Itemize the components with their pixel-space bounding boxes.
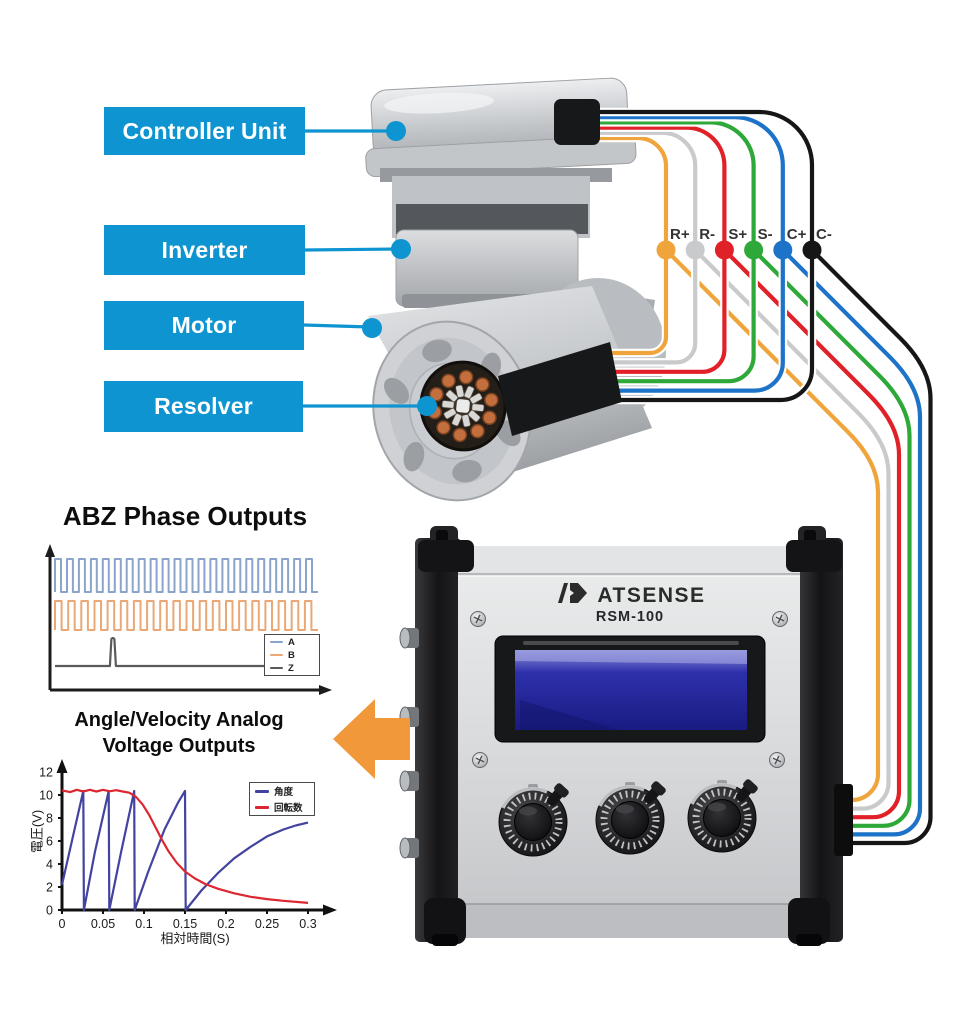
abz-chart-title: ABZ Phase Outputs bbox=[62, 501, 308, 531]
x-tick-label: 0.15 bbox=[173, 917, 197, 931]
wire-R- bbox=[580, 130, 698, 365]
wire-label-R+: R+ bbox=[670, 226, 690, 243]
wire-dot-R- bbox=[685, 240, 705, 260]
x-tick-label: 0.05 bbox=[91, 917, 115, 931]
label-inverter: Inverter bbox=[104, 225, 305, 275]
x-tick-label: 0.25 bbox=[255, 917, 279, 931]
analog-chart-title: Angle/Velocity Analog Voltage Outputs bbox=[45, 707, 313, 760]
x-tick-label: 0 bbox=[59, 917, 66, 931]
wire-label-C+: C+ bbox=[786, 226, 807, 243]
wire-label-C-: C- bbox=[816, 226, 832, 243]
series-角度 bbox=[60, 789, 309, 912]
y-tick-label: 4 bbox=[46, 858, 53, 872]
wire-harness bbox=[580, 107, 935, 848]
wire-C- bbox=[580, 109, 815, 403]
device-left-rail bbox=[415, 538, 461, 942]
device-brand-text: ATSENSE bbox=[597, 583, 706, 607]
device-foot bbox=[424, 898, 466, 946]
y-tick-label: 6 bbox=[46, 835, 53, 849]
lcd-display bbox=[494, 635, 766, 743]
label-text: Controller Unit bbox=[122, 117, 287, 144]
wire-C+ bbox=[781, 248, 923, 837]
device-corner-clamp bbox=[786, 526, 842, 572]
wire-dot-S- bbox=[744, 240, 764, 260]
panel-screw bbox=[469, 610, 487, 628]
legend-entry-speed: 回転数 bbox=[274, 803, 303, 814]
wire-R- bbox=[693, 248, 891, 811]
label-motor: Motor bbox=[104, 301, 304, 350]
wire-C- bbox=[810, 248, 933, 846]
y-tick-label: 2 bbox=[46, 881, 53, 895]
wire-label-R-: R- bbox=[699, 226, 716, 243]
x-axis-label: 相対時間(S) bbox=[160, 931, 230, 946]
device-model-text: RSM-100 bbox=[595, 609, 665, 625]
rsm-100-device bbox=[399, 526, 843, 946]
analog-chart-legend: 角度 回転数 bbox=[249, 782, 315, 816]
wire-dot-S+ bbox=[714, 240, 734, 260]
label-text: Resolver bbox=[154, 393, 253, 419]
wire-label-S-: S- bbox=[757, 226, 773, 243]
wire-label-S+: S+ bbox=[728, 226, 748, 243]
wire-S- bbox=[580, 120, 756, 384]
wire-S- bbox=[752, 248, 912, 828]
panel-screw bbox=[771, 610, 789, 628]
analog-voltage-chart: 0 2 4 6 8 10 12 0 0.05 0.1 0.15 0.2 0.25 0.3 bbox=[39, 759, 337, 931]
x-tick-label: 0.2 bbox=[217, 917, 234, 931]
legend-entry-angle: 角度 bbox=[274, 787, 294, 798]
device-wire-inlet bbox=[834, 784, 853, 856]
wire-R+ bbox=[580, 135, 669, 356]
panel-screw bbox=[471, 751, 489, 769]
legend-entry-b: B bbox=[288, 649, 295, 661]
device-right-rail bbox=[797, 538, 843, 942]
wire-R+ bbox=[664, 248, 881, 803]
abz-phase-chart bbox=[45, 544, 332, 695]
label-resolver: Resolver bbox=[104, 381, 303, 432]
label-text: Motor bbox=[171, 312, 237, 338]
legend-entry-a: A bbox=[288, 636, 295, 648]
wire-dot-R+ bbox=[656, 240, 676, 260]
y-tick-label: 0 bbox=[46, 904, 53, 918]
label-text: Inverter bbox=[161, 236, 248, 263]
device-brand: ATSENSE bbox=[545, 581, 715, 610]
analog-chart-title-line2: Voltage Outputs bbox=[102, 735, 256, 758]
y-axis-label: 電圧(V) bbox=[29, 809, 45, 854]
side-connector bbox=[399, 837, 420, 859]
legend-entry-z: Z bbox=[288, 662, 294, 674]
wire-S+ bbox=[722, 248, 902, 820]
y-tick-label: 12 bbox=[39, 766, 53, 780]
side-connector bbox=[399, 627, 420, 649]
x-tick-label: 0.1 bbox=[135, 917, 152, 931]
y-tick-label: 10 bbox=[39, 789, 53, 803]
atsense-logo-icon bbox=[554, 581, 590, 610]
device-foot bbox=[788, 898, 830, 946]
assembly-dark-band bbox=[396, 204, 588, 234]
x-tick-label: 0.3 bbox=[299, 917, 316, 931]
wire-C+ bbox=[580, 115, 785, 393]
resolver-connector bbox=[498, 342, 622, 436]
analog-chart-title-line1: Angle/Velocity Analog bbox=[74, 709, 284, 731]
wire-S+ bbox=[580, 125, 727, 374]
label-leader-lines bbox=[303, 121, 437, 416]
device-corner-clamp bbox=[418, 526, 474, 572]
controller-connector-block bbox=[554, 99, 600, 145]
wire-dot-C- bbox=[802, 240, 822, 260]
label-controller-unit: Controller Unit bbox=[104, 107, 305, 155]
y-tick-label: 8 bbox=[46, 812, 53, 826]
wire-dot-C+ bbox=[773, 240, 793, 260]
side-connector bbox=[399, 770, 420, 792]
wire-junction-dots bbox=[656, 240, 822, 260]
series-回転数 bbox=[61, 788, 309, 904]
panel-screw bbox=[768, 751, 786, 769]
abz-chart-legend: A B Z bbox=[264, 634, 320, 676]
flow-arrow-icon bbox=[333, 699, 410, 779]
motor-assembly-illustration bbox=[365, 77, 666, 502]
